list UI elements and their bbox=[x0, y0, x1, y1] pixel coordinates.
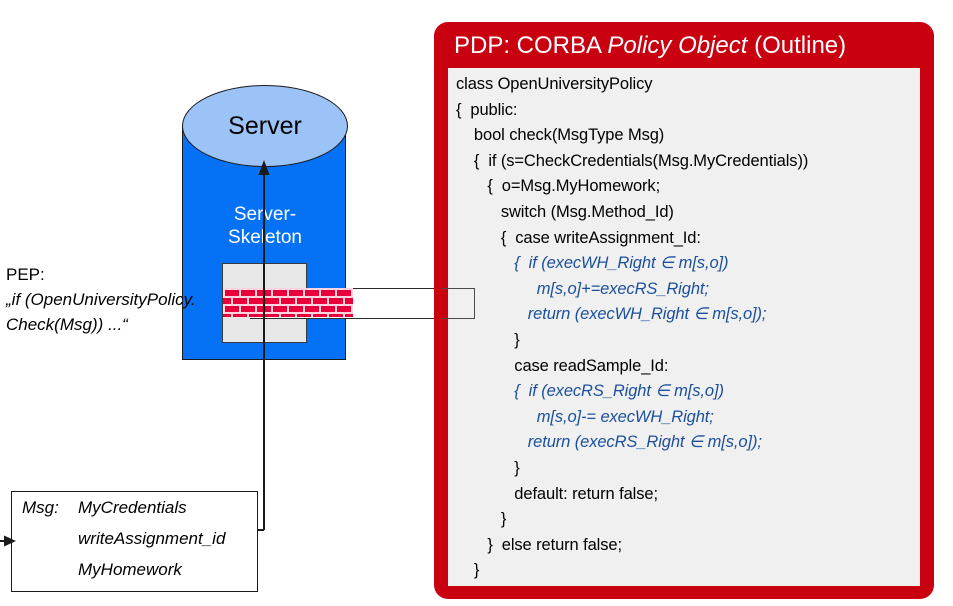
code-line: m[s,o]-= execWH_Right; bbox=[456, 407, 714, 426]
code-line: { case writeAssignment_Id: bbox=[456, 228, 701, 247]
brick-mortar-joint bbox=[319, 290, 321, 296]
message-box-row: Msg: MyCredentials bbox=[12, 492, 257, 523]
server-skeleton-label-line2: Skeleton bbox=[228, 227, 302, 248]
server-label: Server bbox=[228, 111, 302, 140]
code-line: class OpenUniversityPolicy bbox=[456, 75, 653, 93]
brick-mortar-joint bbox=[271, 290, 273, 296]
brick-mortar-joint bbox=[335, 306, 337, 312]
pdp-code-listing: class OpenUniversityPolicy { public: bool… bbox=[448, 68, 920, 586]
code-line: } else return false; bbox=[456, 535, 622, 554]
brick-mortar-joint bbox=[279, 314, 281, 317]
code-line: { if (execWH_Right ∈ m[s,o]) bbox=[456, 254, 729, 273]
brick-mortar-joint bbox=[351, 290, 353, 296]
brick-mortar-joint bbox=[255, 290, 257, 296]
code-line: } bbox=[456, 330, 520, 349]
brick-mortar-joint bbox=[279, 298, 281, 304]
brick-mortar-joint bbox=[271, 306, 273, 312]
code-line: private: bbox=[456, 584, 920, 586]
brick-mortar-joint bbox=[247, 298, 249, 304]
code-line: } bbox=[456, 458, 520, 477]
brick-mortar-joint bbox=[223, 306, 225, 312]
brick-mortar-joint bbox=[231, 314, 233, 317]
brick-mortar-joint bbox=[287, 306, 289, 312]
pep-pdp-connector-endcap bbox=[442, 288, 475, 319]
server-skeleton-label-line1: Server- bbox=[233, 204, 297, 225]
brick-mortar-joint bbox=[263, 314, 265, 317]
code-line: case readSample_Id: bbox=[456, 356, 669, 375]
brick-mortar-joint bbox=[239, 306, 241, 312]
brick-mortar-joint bbox=[311, 298, 313, 304]
pep-heading: PEP: bbox=[6, 265, 45, 284]
pep-label: PEP: „if (OpenUniversityPolicy. Check(Ms… bbox=[6, 262, 236, 337]
code-line: { if (s=CheckCredentials(Msg.MyCredentia… bbox=[456, 151, 809, 170]
code-line: { if (execRS_Right ∈ m[s,o]) bbox=[456, 382, 724, 401]
brick-mortar-joint bbox=[327, 298, 329, 304]
code-line: { o=Msg.MyHomework; bbox=[456, 177, 661, 196]
code-line: default: return false; bbox=[456, 484, 658, 503]
brick-mortar-joint bbox=[311, 314, 313, 317]
pdp-panel-title: PDP: CORBA Policy Object (Outline) bbox=[454, 32, 846, 60]
message-box-field-0: MyCredentials bbox=[78, 498, 187, 517]
message-box-row: MyHomework bbox=[12, 554, 257, 585]
code-line: switch (Msg.Method_Id) bbox=[456, 202, 674, 221]
code-line: return (execRS_Right ∈ m[s,o]); bbox=[456, 433, 762, 452]
brick-mortar-joint bbox=[335, 290, 337, 296]
message-box-label: Msg: bbox=[22, 498, 59, 517]
server-cylinder-top bbox=[182, 85, 348, 167]
code-line: return (execWH_Right ∈ m[s,o]); bbox=[456, 305, 767, 324]
brick-mortar-joint bbox=[231, 298, 233, 304]
brick-mortar-joint bbox=[303, 306, 305, 312]
brick-mortar-joint bbox=[319, 306, 321, 312]
brick-mortar-joint bbox=[351, 306, 353, 312]
brick-mortar-joint bbox=[343, 298, 345, 304]
code-line: } bbox=[456, 510, 507, 529]
message-box-field-2: MyHomework bbox=[78, 560, 182, 579]
pep-code-line-1: „if (OpenUniversityPolicy. bbox=[6, 290, 196, 309]
pdp-title-prefix: PDP: CORBA bbox=[454, 32, 608, 59]
brick-wall-icon bbox=[223, 288, 353, 317]
brick-mortar-joint bbox=[239, 290, 241, 296]
brick-mortar-joint bbox=[263, 298, 265, 304]
pdp-title-suffix: (Outline) bbox=[747, 32, 847, 59]
server-skeleton-label: Server- Skeleton bbox=[182, 203, 348, 249]
brick-mortar-joint bbox=[247, 314, 249, 317]
pep-code-line-2: Check(Msg)) ...“ bbox=[6, 315, 128, 334]
code-line: bool check(MsgType Msg) bbox=[456, 126, 665, 145]
brick-mortar-joint bbox=[343, 314, 345, 317]
brick-mortar-joint bbox=[255, 306, 257, 312]
brick-mortar-joint bbox=[303, 290, 305, 296]
brick-mortar-joint bbox=[327, 314, 329, 317]
pdp-policy-panel: PDP: CORBA Policy Object (Outline) class… bbox=[434, 22, 934, 599]
message-box: Msg: MyCredentials writeAssignment_id MyH… bbox=[11, 491, 258, 592]
code-line: { public: bbox=[456, 100, 518, 119]
brick-mortar-joint bbox=[223, 290, 225, 296]
code-line: m[s,o]+=execRS_Right; bbox=[456, 279, 709, 298]
code-line: } bbox=[456, 561, 480, 580]
brick-mortar-joint bbox=[295, 298, 297, 304]
pdp-title-emphasis: Policy Object bbox=[607, 32, 748, 59]
brick-mortar-joint bbox=[295, 314, 297, 317]
brick-mortar-joint bbox=[287, 290, 289, 296]
message-box-row: writeAssignment_id bbox=[12, 523, 257, 554]
message-box-field-1: writeAssignment_id bbox=[78, 529, 226, 548]
